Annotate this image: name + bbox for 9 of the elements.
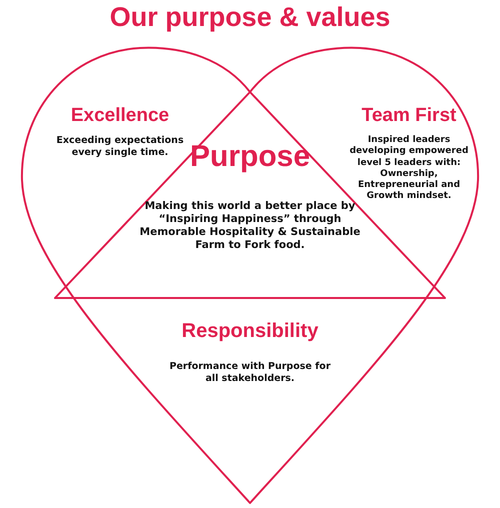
value-description: Exceeding expectations every single time. xyxy=(55,135,185,159)
value-heading: Purpose xyxy=(190,140,310,174)
value-description: Performance with Purpose for all stakeholders. xyxy=(168,361,332,385)
value-description: Making this world a better place by “Inspiring Happiness” through Memorable Hospitality & Sustainable Farm to Fork food. xyxy=(138,200,362,252)
value-heading: Excellence xyxy=(70,105,170,127)
value-description: Inspired leaders developing empowered level 5 leaders with: Ownership, Entrepreneurial and Growth mindset. xyxy=(350,135,470,202)
value-heading: Responsibility xyxy=(182,320,318,343)
title: Our purpose & values xyxy=(108,2,392,33)
value-heading: Team First xyxy=(362,105,456,127)
